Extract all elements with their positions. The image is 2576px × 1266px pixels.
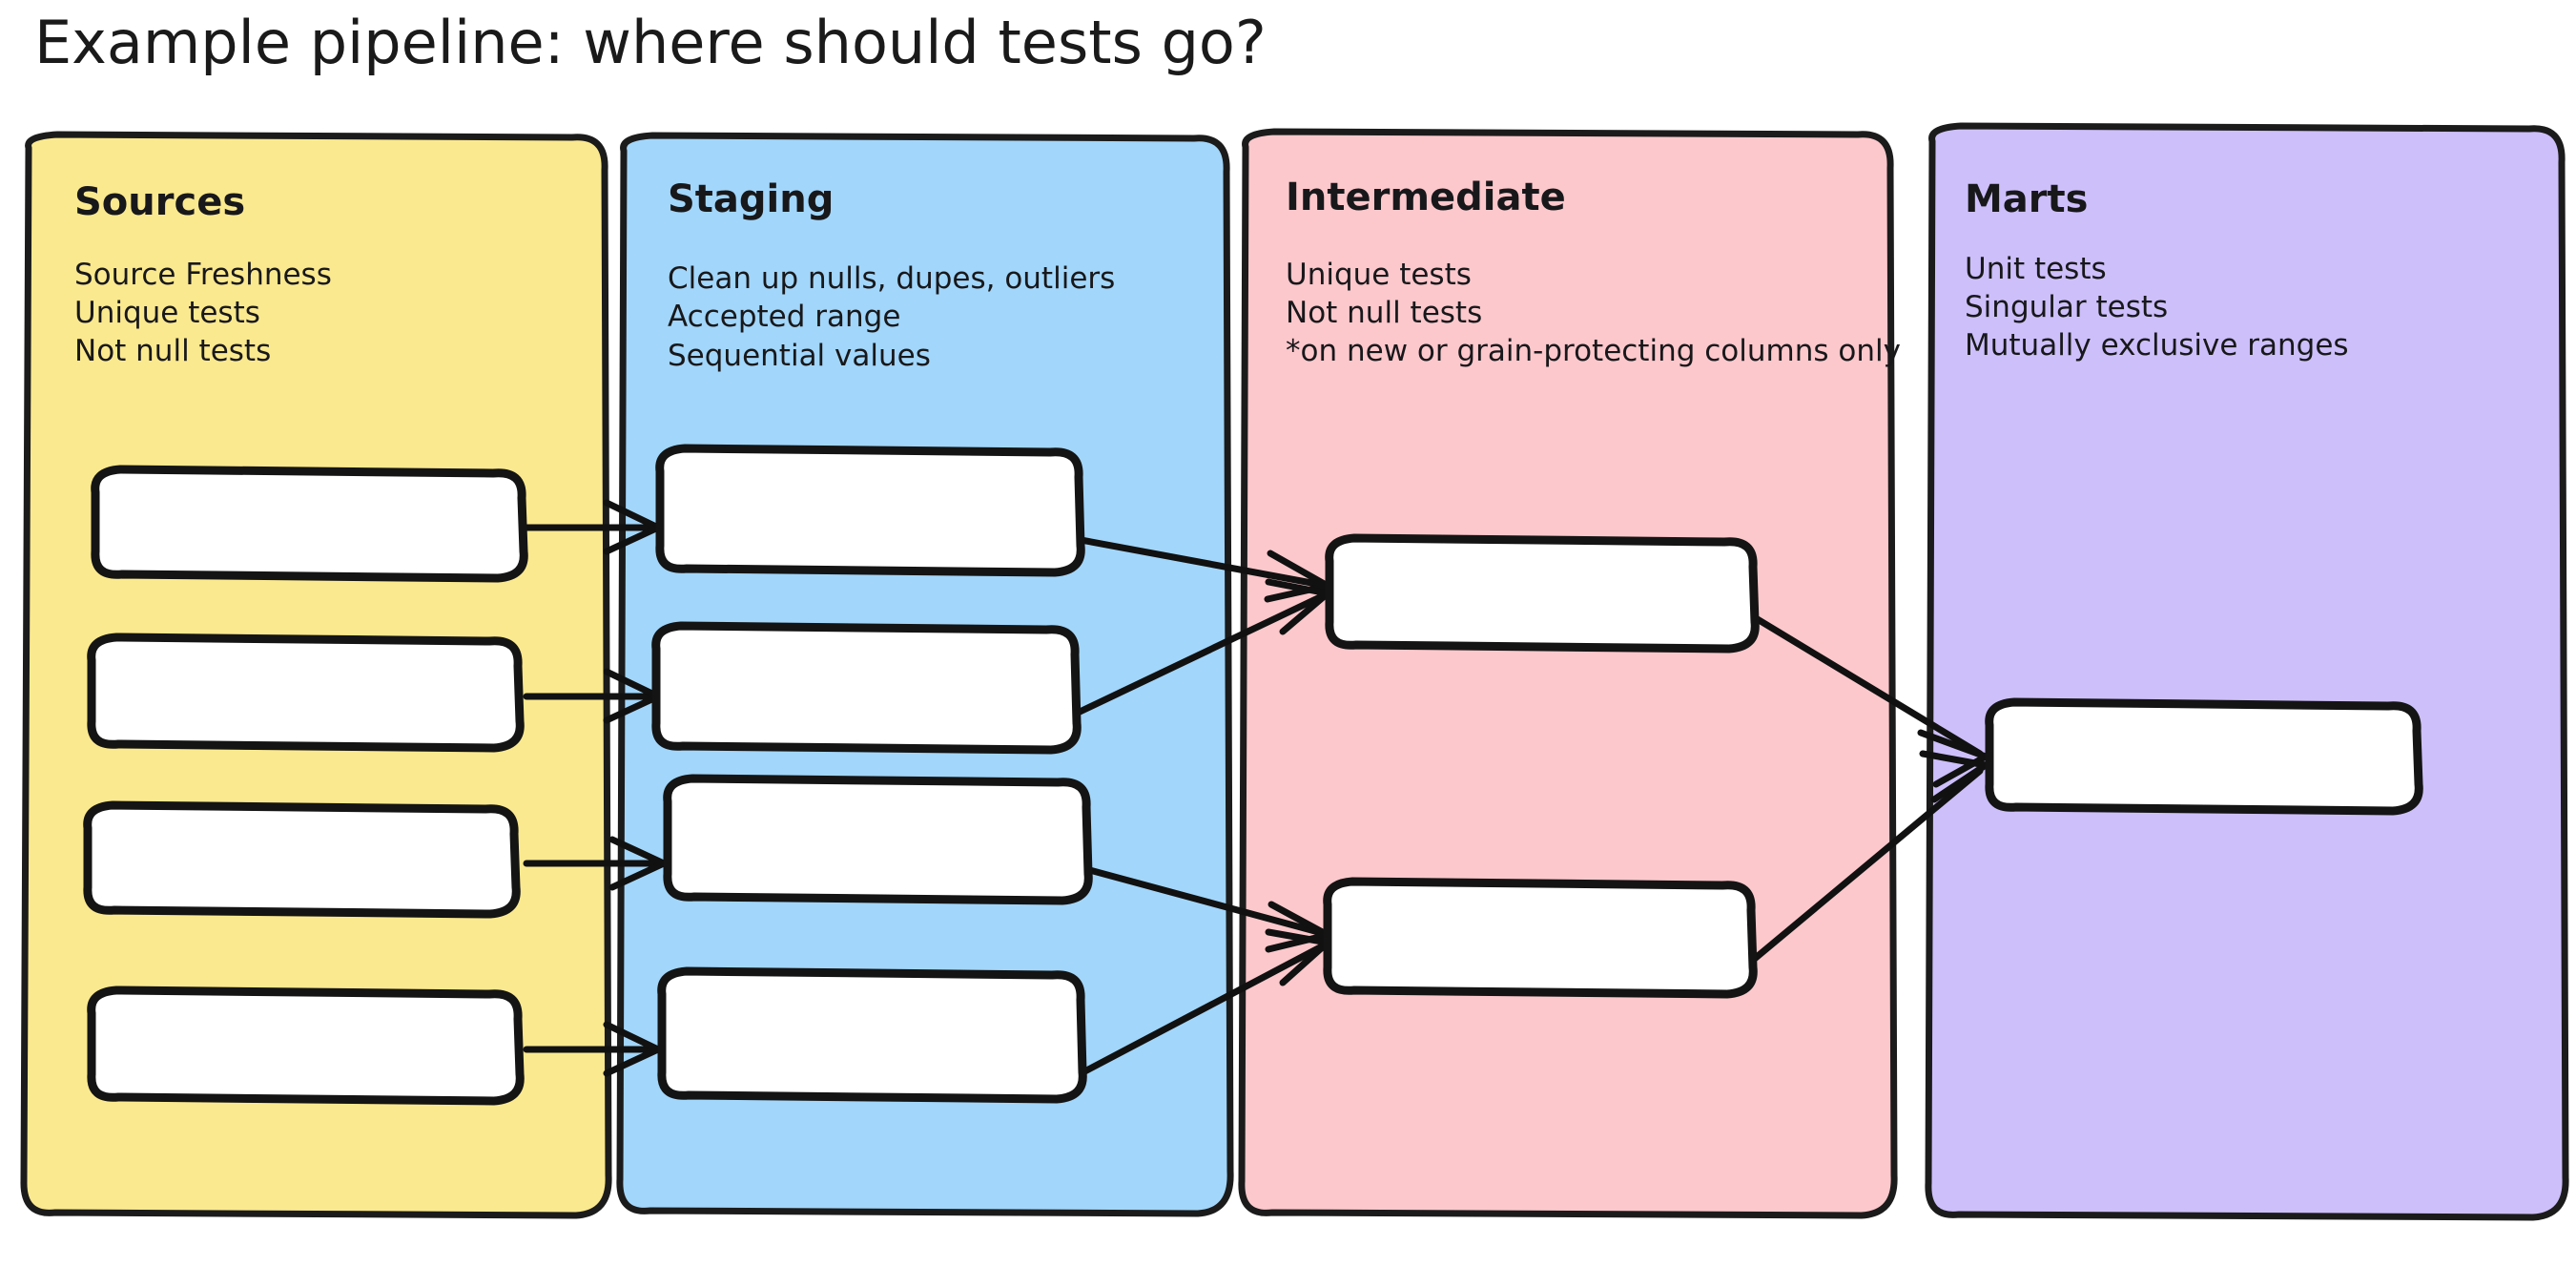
lane-note-sources-0: Source Freshness	[74, 258, 332, 292]
lane-note-marts-2: Mutually exclusive ranges	[1965, 328, 2349, 363]
lane-note-sources-2: Not null tests	[74, 334, 271, 368]
node-stg-1[interactable]	[655, 444, 1085, 577]
node-layer	[83, 444, 2423, 1106]
lane-note-intermediate-0: Unique tests	[1286, 258, 1472, 292]
lane-note-intermediate-2: *on new or grain-protecting columns only	[1286, 334, 1901, 368]
node-src-2[interactable]	[87, 633, 525, 753]
lane-note-staging-1: Accepted range	[668, 300, 900, 334]
node-src-4[interactable]	[87, 986, 525, 1106]
lane-note-sources-1: Unique tests	[74, 296, 260, 330]
node-stg-2[interactable]	[651, 621, 1082, 755]
lane-title-marts: Marts	[1965, 177, 2088, 221]
node-int-1[interactable]	[1325, 533, 1760, 654]
node-int-2[interactable]	[1323, 877, 1758, 999]
node-src-3[interactable]	[83, 800, 521, 919]
lane-note-marts-1: Singular tests	[1965, 290, 2168, 324]
lane-note-staging-0: Clean up nulls, dupes, outliers	[668, 261, 1115, 296]
page-title: Example pipeline: where should tests go?	[34, 8, 1267, 77]
node-mart-1[interactable]	[1985, 697, 2423, 816]
lane-note-intermediate-1: Not null tests	[1286, 296, 1482, 330]
lane-intermediate: Intermediate Unique tests Not null tests…	[1238, 128, 1901, 1219]
lane-title-staging: Staging	[668, 177, 834, 221]
lane-title-intermediate: Intermediate	[1286, 176, 1566, 219]
lane-title-sources: Sources	[74, 180, 245, 224]
lane-note-marts-0: Unit tests	[1965, 252, 2107, 286]
node-src-1[interactable]	[91, 465, 528, 583]
lane-note-staging-2: Sequential values	[668, 339, 931, 373]
lane-background-marts	[1925, 122, 2569, 1221]
lane-marts: Marts Unit tests Singular tests Mutually…	[1925, 122, 2569, 1221]
node-stg-3[interactable]	[663, 774, 1093, 905]
lane-background-intermediate	[1238, 128, 1898, 1219]
node-stg-4[interactable]	[657, 966, 1087, 1104]
